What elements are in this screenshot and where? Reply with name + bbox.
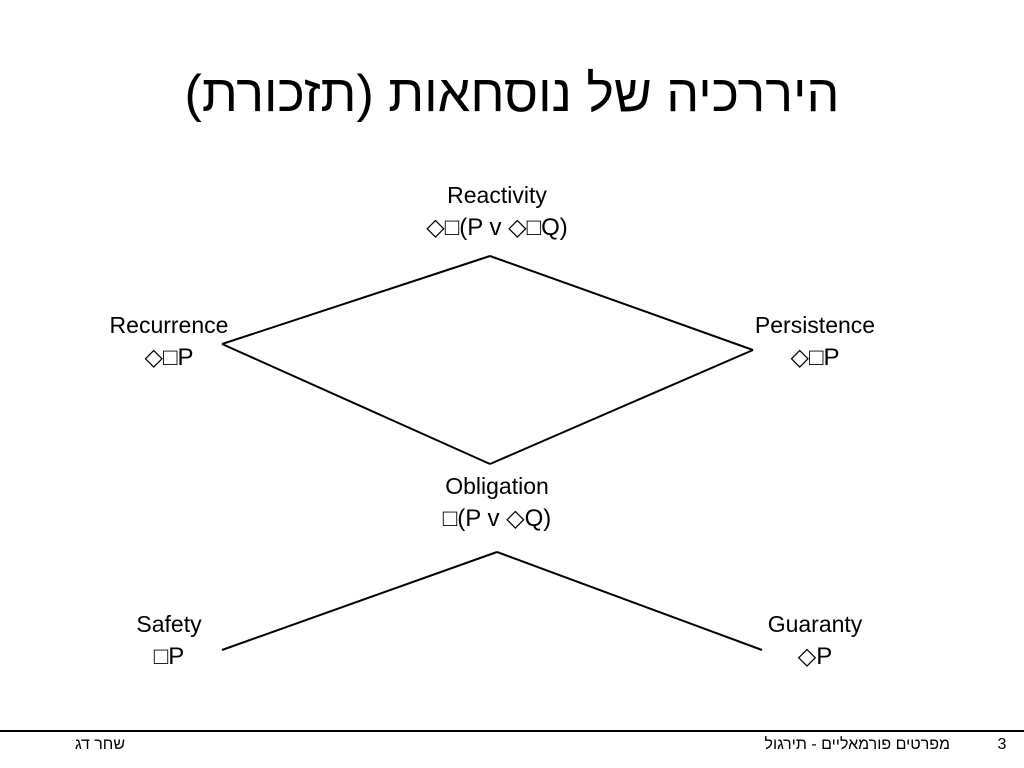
edge-obligation-safety [221,551,498,651]
footer-page-number: 3 [997,736,1007,753]
node-guaranty: Guaranty ◇P [685,609,945,675]
edge-persistence-obligation [489,349,754,465]
persistence-formula: ◇□P [790,344,840,371]
footer-course: מפרטים פורמאליים - תירגול [764,736,950,753]
edge-reactivity-recurrence [221,255,491,345]
edge-recurrence-obligation [221,343,491,465]
footer-divider [0,730,1024,732]
reactivity-label: Reactivity [447,182,547,208]
node-obligation: Obligation □(P v ◇Q) [367,471,627,537]
edge-obligation-guaranty [496,551,763,651]
safety-formula: □P [153,643,185,670]
node-persistence: Persistence ◇□P [685,310,945,376]
node-reactivity: Reactivity ◇□(P v ◇□Q) [367,180,627,246]
reactivity-formula: ◇□(P v ◇□Q) [426,214,568,241]
safety-label: Safety [136,611,202,637]
footer-author: שחר דג [74,736,126,753]
recurrence-label: Recurrence [109,312,229,338]
obligation-label: Obligation [445,473,549,499]
node-recurrence: Recurrence ◇□P [39,310,299,376]
node-safety: Safety □P [39,609,299,675]
persistence-label: Persistence [754,312,876,338]
guaranty-label: Guaranty [767,611,863,637]
guaranty-formula: ◇P [797,643,833,670]
recurrence-formula: ◇□P [144,344,194,371]
edge-reactivity-persistence [489,255,754,351]
obligation-formula: □(P v ◇Q) [442,505,552,532]
slide-title: היררכיה של נוסחאות (תזכורת) [184,65,840,123]
